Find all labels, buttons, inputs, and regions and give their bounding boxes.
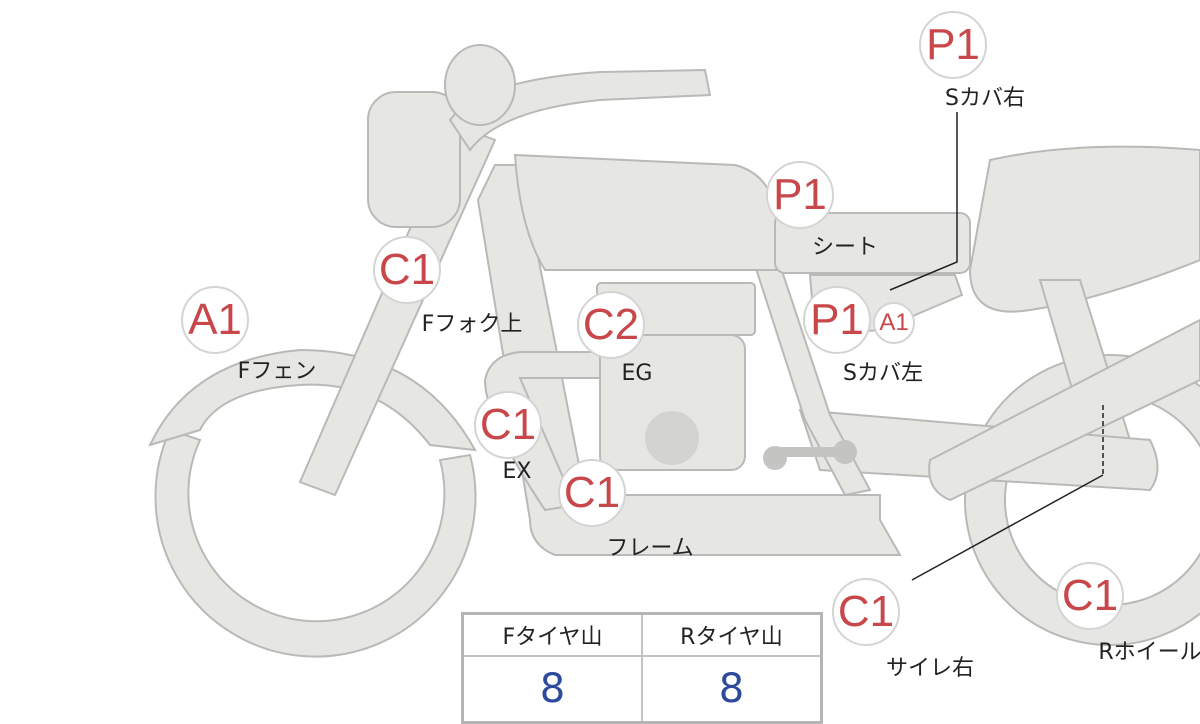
part-label: EX bbox=[502, 459, 532, 484]
tire-tread-table: Fタイヤ山 Rタイヤ山 8 8 bbox=[461, 612, 823, 724]
part-label: Rホイール bbox=[1098, 640, 1200, 665]
grade-badge: A1 bbox=[181, 286, 249, 354]
front-tire-header: Fタイヤ山 bbox=[461, 612, 643, 657]
engine-block bbox=[599, 334, 746, 471]
part-label: Sカバ右 bbox=[945, 86, 1025, 111]
grade-badge: C1 bbox=[1056, 562, 1124, 630]
grade-badge-small: A1 bbox=[873, 302, 915, 344]
part-label: Sカバ左 bbox=[843, 361, 923, 386]
rear-cowl bbox=[968, 145, 1200, 313]
fuel-tank bbox=[513, 153, 781, 271]
front-tire-value: 8 bbox=[461, 655, 643, 724]
part-label: サイレ右 bbox=[885, 656, 975, 681]
grade-badge: C1 bbox=[474, 391, 542, 459]
swingarm bbox=[928, 318, 1200, 502]
rear-tire-header: Rタイヤ山 bbox=[641, 612, 823, 657]
headlight bbox=[367, 91, 461, 228]
leader-line-scover-right bbox=[889, 112, 958, 291]
part-label: シート bbox=[811, 235, 879, 260]
front-fender bbox=[148, 348, 477, 452]
part-label: Fフェン bbox=[237, 359, 317, 384]
grade-badge: P1 bbox=[919, 11, 987, 79]
grade-badge: P1 bbox=[803, 286, 871, 354]
grade-badge: C2 bbox=[577, 291, 645, 359]
grade-badge: C1 bbox=[832, 578, 900, 646]
part-label: Fフォク上 bbox=[421, 312, 523, 337]
part-label: フレーム bbox=[606, 536, 694, 561]
grade-badge: C1 bbox=[558, 459, 626, 527]
seat bbox=[774, 212, 971, 274]
part-label: EG bbox=[621, 361, 653, 386]
grade-badge: C1 bbox=[373, 236, 441, 304]
grade-badge: P1 bbox=[766, 161, 834, 229]
rear-tire-value: 8 bbox=[641, 655, 823, 724]
